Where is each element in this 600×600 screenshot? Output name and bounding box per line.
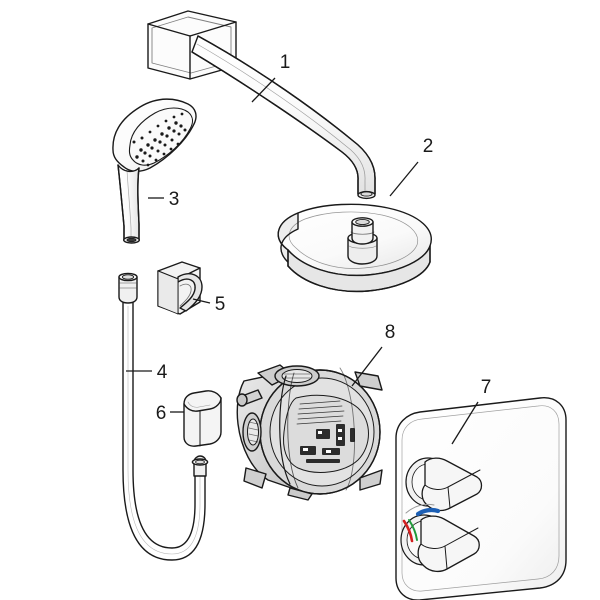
part-shower-arm [147,10,376,200]
callout-label: 5 [215,294,226,315]
callout-6: 6 [156,403,184,424]
callout-5: 5 [192,294,226,315]
callout-layer: 1 2 3 4 5 6 7 8 [126,52,492,445]
callout-leader [389,161,419,197]
temp-indicator-cold [415,507,441,517]
callout-leader [192,298,211,304]
callout-leader [251,77,276,103]
callout-label: 3 [169,189,180,210]
part-cube-escutcheon [183,390,222,447]
part-wall-bracket [157,261,203,315]
part-valve-body [236,364,383,501]
callout-1: 1 [251,52,291,103]
callout-leader [351,346,383,387]
callout-8: 8 [351,322,396,387]
temp-indicator-eco [408,519,418,541]
callout-4: 4 [126,362,168,383]
callout-label: 1 [280,52,291,73]
part-trim-plate [395,397,567,600]
temp-indicator-hot [402,519,414,543]
callout-label: 4 [157,362,168,383]
callout-leader [451,401,479,445]
callout-7: 7 [451,377,492,445]
callout-3: 3 [148,189,179,210]
callout-label: 8 [385,322,396,343]
part-overhead-shower [277,203,432,293]
callout-2: 2 [389,136,434,197]
part-shower-hose [118,272,209,561]
callout-label: 7 [481,377,492,398]
callout-label: 2 [423,136,434,157]
part-hand-shower [112,98,197,244]
callout-label: 6 [156,403,167,424]
